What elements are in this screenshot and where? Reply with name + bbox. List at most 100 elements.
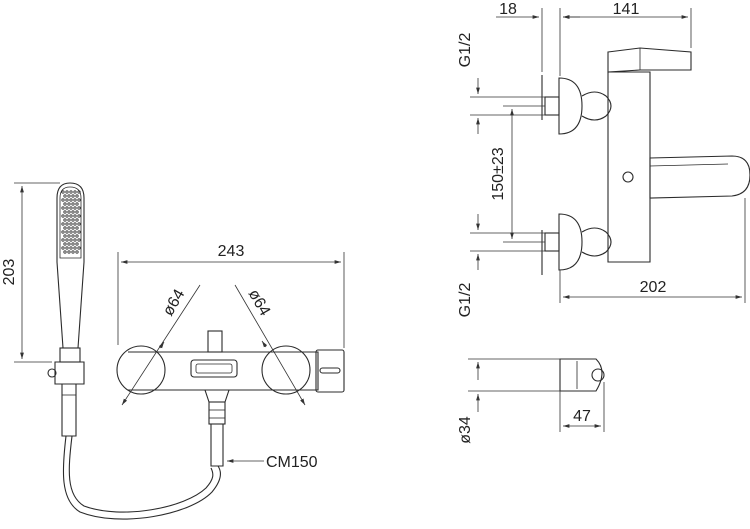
- dim-141: 141: [563, 1, 692, 48]
- dim-18: 18: [496, 1, 580, 76]
- nozzle-dot: [65, 230, 69, 234]
- nozzle-dot: [77, 222, 81, 226]
- nozzle-dot: [77, 206, 81, 210]
- dim-dia34-label: ø34: [457, 416, 474, 444]
- nozzle-dot: [67, 242, 71, 246]
- nozzle-dot: [73, 214, 77, 218]
- nozzle-dot: [71, 202, 75, 206]
- nozzle-dot: [63, 210, 67, 214]
- hose-callout: CM150: [227, 454, 318, 471]
- dim-47: 47: [559, 382, 605, 432]
- dim-thread-top: G1/2: [457, 33, 545, 134]
- nozzle-dot: [73, 206, 77, 210]
- nozzle-dot: [73, 190, 77, 194]
- dim-47-label: 47: [573, 408, 591, 425]
- nozzle-dot: [71, 250, 75, 254]
- nozzle-dot: [65, 238, 69, 242]
- nozzle-dot: [77, 238, 81, 242]
- nozzle-dot: [77, 214, 81, 218]
- nozzle-dot: [65, 190, 69, 194]
- nozzle-dot: [71, 234, 75, 238]
- dim-dia64-right-label: ø64: [245, 287, 274, 319]
- dim-centres: 150±23: [490, 105, 545, 243]
- nozzle-dot: [63, 234, 67, 238]
- dim-thread-top-label: G1/2: [457, 33, 474, 68]
- nozzle-dot: [63, 226, 67, 230]
- nozzle-dot: [61, 238, 65, 242]
- shower-nozzles: [61, 190, 81, 254]
- nozzle-dot: [73, 222, 77, 226]
- nozzle-dot: [61, 198, 65, 202]
- nozzle-dot: [77, 190, 81, 194]
- nozzle-dot: [65, 214, 69, 218]
- nozzle-dot: [75, 234, 79, 238]
- dim-thread-bottom: G1/2: [457, 214, 545, 317]
- dim-203: 203: [1, 182, 60, 363]
- nozzle-dot: [75, 210, 79, 214]
- nozzle-dot: [71, 194, 75, 198]
- nozzle-dot: [71, 218, 75, 222]
- nozzle-dot: [65, 198, 69, 202]
- nozzle-dot: [67, 194, 71, 198]
- nozzle-dot: [71, 226, 75, 230]
- dim-dia64-right: ø64: [234, 284, 306, 406]
- nozzle-dot: [67, 226, 71, 230]
- nozzle-dot: [67, 210, 71, 214]
- nozzle-dot: [61, 190, 65, 194]
- nozzle-dot: [67, 202, 71, 206]
- nozzle-dot: [69, 238, 73, 242]
- nozzle-dot: [77, 198, 81, 202]
- nozzle-dot: [69, 190, 73, 194]
- nozzle-dot: [67, 218, 71, 222]
- nozzle-dot: [61, 230, 65, 234]
- nozzle-dot: [77, 246, 81, 250]
- mixer-front-view: [116, 330, 345, 467]
- hand-shower: [47, 182, 222, 520]
- dim-243: 243: [117, 243, 345, 348]
- nozzle-dot: [63, 202, 67, 206]
- nozzle-dot: [75, 242, 79, 246]
- nozzle-dot: [71, 242, 75, 246]
- nozzle-dot: [75, 250, 79, 254]
- dim-202: 202: [559, 198, 746, 303]
- nozzle-dot: [67, 250, 71, 254]
- nozzle-dot: [73, 246, 77, 250]
- dim-203-label: 203: [1, 259, 18, 286]
- nozzle-dot: [69, 214, 73, 218]
- dim-141-label: 141: [613, 1, 640, 18]
- hose-label: CM150: [266, 454, 318, 471]
- nozzle-dot: [61, 246, 65, 250]
- nozzle-dot: [63, 242, 67, 246]
- nozzle-dot: [75, 218, 79, 222]
- nozzle-dot: [63, 218, 67, 222]
- nozzle-dot: [61, 206, 65, 210]
- nozzle-dot: [75, 226, 79, 230]
- mixer-side-view: [541, 47, 750, 392]
- nozzle-dot: [77, 230, 81, 234]
- nozzle-dot: [71, 210, 75, 214]
- dim-centres-label: 150±23: [490, 147, 507, 200]
- dim-dia64-left: ø64: [121, 284, 201, 406]
- nozzle-dot: [69, 246, 73, 250]
- dim-dia34: ø34: [457, 358, 560, 444]
- nozzle-dot: [69, 206, 73, 210]
- dim-243-label: 243: [218, 243, 245, 260]
- nozzle-dot: [75, 202, 79, 206]
- nozzle-dot: [73, 198, 77, 202]
- nozzle-dot: [65, 246, 69, 250]
- dim-202-label: 202: [640, 279, 667, 296]
- nozzle-dot: [69, 198, 73, 202]
- nozzle-dot: [61, 222, 65, 226]
- nozzle-dot: [65, 222, 69, 226]
- nozzle-dot: [61, 214, 65, 218]
- nozzle-dot: [75, 194, 79, 198]
- nozzle-dot: [73, 238, 77, 242]
- dim-18-label: 18: [499, 1, 517, 18]
- nozzle-dot: [67, 234, 71, 238]
- dim-thread-bottom-label: G1/2: [457, 283, 474, 318]
- nozzle-dot: [73, 230, 77, 234]
- nozzle-dot: [69, 230, 73, 234]
- nozzle-dot: [63, 250, 67, 254]
- nozzle-dot: [65, 206, 69, 210]
